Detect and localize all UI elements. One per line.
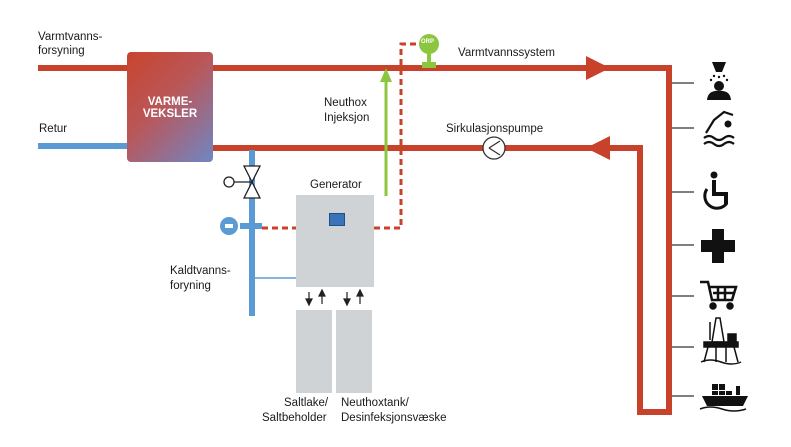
brine-label-line1: Saltlake/ bbox=[284, 397, 329, 409]
shopping-cart-icon bbox=[700, 280, 738, 310]
neuthox-tank-label-line2: Desinfeksjonsvæske bbox=[341, 412, 447, 424]
generator-display bbox=[329, 213, 345, 226]
hot-supply-label-line1: Varmtvanns- bbox=[38, 31, 103, 43]
brine-label-line2: Saltbeholder bbox=[262, 412, 327, 424]
cold-supply-label-line1: Kaldtvanns- bbox=[170, 265, 231, 277]
neuthox-tank-label-line1: Neuthoxtank/ bbox=[341, 397, 409, 409]
heat-exchanger-label-line2: VEKSLER bbox=[142, 108, 198, 120]
flow-arrow-left bbox=[586, 136, 610, 160]
valve-icon bbox=[223, 165, 262, 199]
circulation-pump-icon bbox=[482, 136, 506, 160]
cargo-ship-icon bbox=[699, 384, 748, 412]
heat-exchanger-label-line1: VARME- bbox=[147, 96, 193, 108]
consumer-loop-pipe bbox=[612, 68, 672, 415]
flow-arrow-right bbox=[586, 56, 610, 80]
medical-cross-icon bbox=[701, 229, 735, 263]
circulation-pump-label: Sirkulasjonspumpe bbox=[446, 123, 544, 135]
cold-supply-label-line2: foryning bbox=[170, 280, 211, 292]
injection-label-line1: Neuthox bbox=[324, 97, 367, 109]
shower-icon bbox=[707, 62, 731, 100]
orp-sensor-label: ORP bbox=[421, 39, 435, 45]
generator-unit bbox=[296, 195, 374, 287]
tank-flow-arrows bbox=[305, 288, 364, 307]
brine-tank bbox=[296, 310, 332, 393]
orp-sensor-icon bbox=[419, 34, 439, 54]
oil-platform-icon bbox=[700, 317, 742, 365]
orp-signal-line bbox=[374, 42, 420, 230]
heat-exchanger: VARME- VEKSLER bbox=[127, 52, 213, 162]
wheelchair-icon bbox=[703, 171, 729, 210]
generator-label: Generator bbox=[310, 179, 362, 191]
injection-label-line2: Injeksjon bbox=[324, 112, 370, 124]
hot-water-system-label: Varmtvannssystem bbox=[458, 47, 555, 59]
neuthox-tank bbox=[336, 310, 372, 393]
swimming-icon bbox=[703, 110, 735, 148]
hot-supply-label-line2: forsyning bbox=[38, 45, 85, 57]
return-label: Retur bbox=[39, 123, 68, 135]
injection-arrow bbox=[380, 68, 392, 82]
